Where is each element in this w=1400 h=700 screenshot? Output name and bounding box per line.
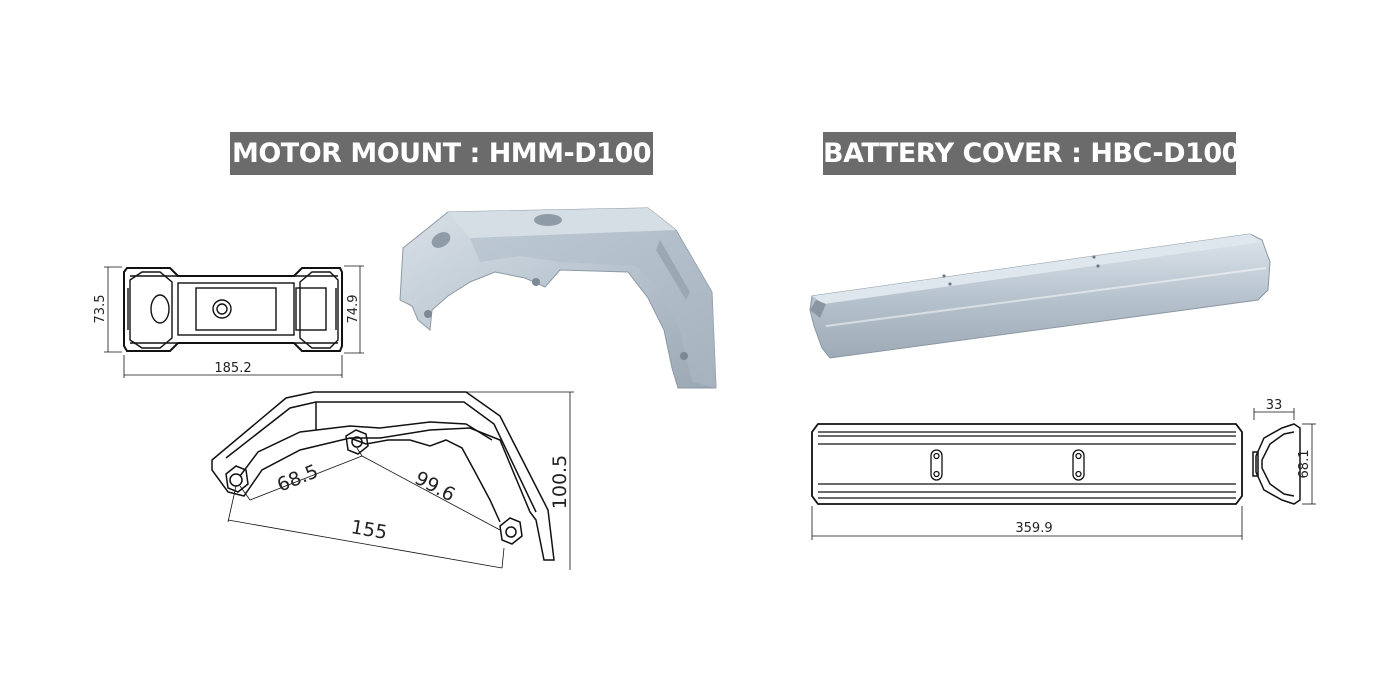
motor-mount-title: MOTOR MOUNT : HMM-D100 — [230, 132, 653, 175]
mm-top-width-label: 185.2 — [214, 361, 251, 376]
bc-profile-height-label: 68.1 — [1297, 450, 1312, 479]
mm-side-height-label: 100.5 — [549, 455, 571, 509]
battery-cover-front-dimensions — [811, 506, 1243, 540]
mm-side-d2-label: 99.6 — [411, 467, 459, 506]
mm-top-height-left-label: 73.5 — [93, 295, 108, 324]
bc-profile-width-label: 33 — [1266, 398, 1283, 413]
battery-cover-profile-view — [1252, 423, 1301, 505]
battery-cover-profile-dimensions — [1253, 408, 1316, 505]
motor-mount-top-dimensions — [104, 265, 364, 378]
battery-cover-front-view — [811, 423, 1243, 505]
mm-side-d1-label: 68.5 — [274, 460, 321, 496]
battery-cover-title: BATTERY COVER : HBC-D100 — [823, 132, 1240, 175]
mm-top-height-right-label: 74.9 — [346, 295, 361, 324]
mm-side-d3-label: 155 — [349, 516, 389, 544]
motor-mount-side-dimensions — [227, 391, 574, 570]
motor-mount-side-view — [211, 391, 555, 561]
battery-cover-render — [809, 233, 1271, 359]
motor-mount-render — [399, 207, 717, 389]
motor-mount-top-view — [123, 267, 343, 352]
bc-length-label: 359.9 — [1015, 521, 1052, 536]
